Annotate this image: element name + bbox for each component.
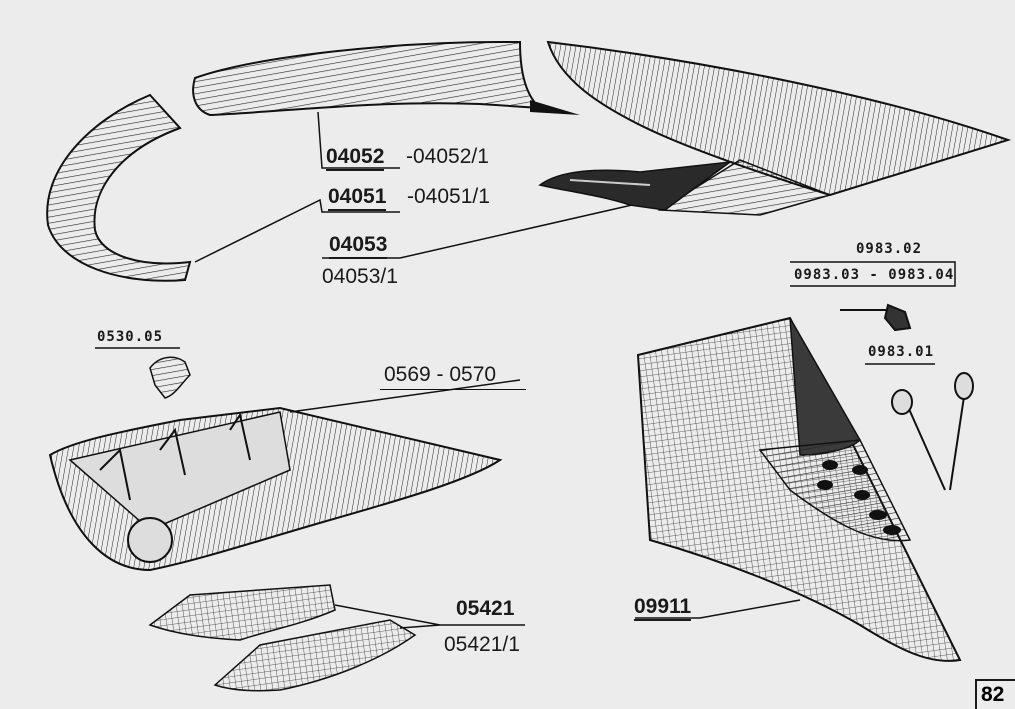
large-fairing — [546, 40, 1012, 216]
skin-panels — [148, 584, 525, 692]
lower-frame-section — [48, 379, 521, 572]
label-0530-05: 0530.05 — [97, 329, 164, 345]
rod-parts — [840, 303, 974, 491]
box-structure — [635, 316, 962, 662]
small-clip — [95, 347, 191, 399]
label-0983-01: 0983.01 — [868, 344, 935, 360]
label-04052: 04052 — [326, 146, 385, 171]
label-0569-0570: 0569 - 0570 — [384, 363, 497, 386]
label-05421-1: 05421/1 — [444, 633, 520, 656]
curved-ring — [46, 93, 192, 282]
label-04053: 04053 — [329, 234, 388, 259]
label-0983-03-04: 0983.03 - 0983.04 — [794, 267, 955, 283]
label-04052-1: -04052/1 — [406, 145, 489, 168]
label-05421: 05421 — [456, 597, 515, 620]
label-09911: 09911 — [634, 596, 692, 621]
page-number: 82 — [975, 679, 1015, 709]
bracket-part — [538, 160, 733, 211]
label-04051-1: -04051/1 — [407, 185, 490, 208]
label-0569-underline — [380, 389, 526, 390]
label-0983-02: 0983.02 — [856, 241, 923, 257]
upper-cowl-panel — [192, 41, 580, 117]
label-04051: 04051 — [328, 186, 387, 211]
label-04053-1: 04053/1 — [322, 265, 398, 288]
